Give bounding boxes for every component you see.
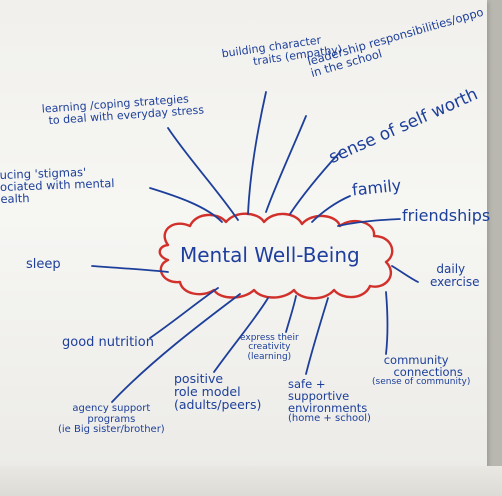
stigmas-text: ucing 'stigmas' ociated with mental ealt… bbox=[0, 165, 115, 206]
safe-supportive-text: safe + supportive environments (home + s… bbox=[288, 378, 371, 425]
agency-support-line1: agency support bbox=[72, 403, 151, 414]
community-line2: connections bbox=[393, 365, 463, 380]
express-creativity-text: express their creativity (learning) bbox=[240, 333, 299, 362]
daily-exercise-line1: daily bbox=[436, 262, 466, 276]
safe-supportive-line1: safe + bbox=[288, 377, 326, 391]
community-line3: (sense of community) bbox=[372, 377, 471, 388]
community-text: community connections (sense of communit… bbox=[362, 354, 470, 388]
positive-role-line2: role model bbox=[174, 384, 241, 400]
connector-lines bbox=[91, 91, 419, 403]
wall-edge bbox=[487, 0, 502, 470]
positive-role-line3: (adults/peers) bbox=[174, 397, 262, 413]
friendships-text: friendships bbox=[402, 206, 491, 225]
center-label: Mental Well-Being bbox=[180, 243, 360, 267]
daily-exercise-text: daily exercise bbox=[422, 263, 480, 288]
center-cloud bbox=[158, 212, 394, 300]
chart-paper bbox=[0, 0, 487, 470]
safe-supportive-line3: environments bbox=[288, 401, 368, 416]
safe-supportive-line4: (home + school) bbox=[288, 413, 371, 425]
agency-support-line3: (ie Big sister/brother) bbox=[58, 424, 165, 435]
daily-exercise-line2: exercise bbox=[430, 274, 480, 289]
sleep-text: sleep bbox=[26, 257, 61, 272]
agency-support-line2: programs bbox=[87, 413, 136, 425]
positive-role-line1: positive bbox=[174, 371, 224, 386]
positive-role-text: positive role model (adults/peers) bbox=[174, 371, 262, 413]
community-line1: community bbox=[383, 353, 449, 367]
agency-support-text: agency support programs (ie Big sister/b… bbox=[58, 403, 165, 436]
good-nutrition-text: good nutrition bbox=[62, 335, 154, 350]
express-creativity-line3: (learning) bbox=[247, 351, 292, 362]
express-creativity-line2: creativity bbox=[248, 342, 291, 353]
safe-supportive-line2: supportive bbox=[288, 389, 350, 404]
express-creativity-line1: express their bbox=[240, 333, 299, 343]
paper-bottom-strip bbox=[0, 466, 502, 496]
